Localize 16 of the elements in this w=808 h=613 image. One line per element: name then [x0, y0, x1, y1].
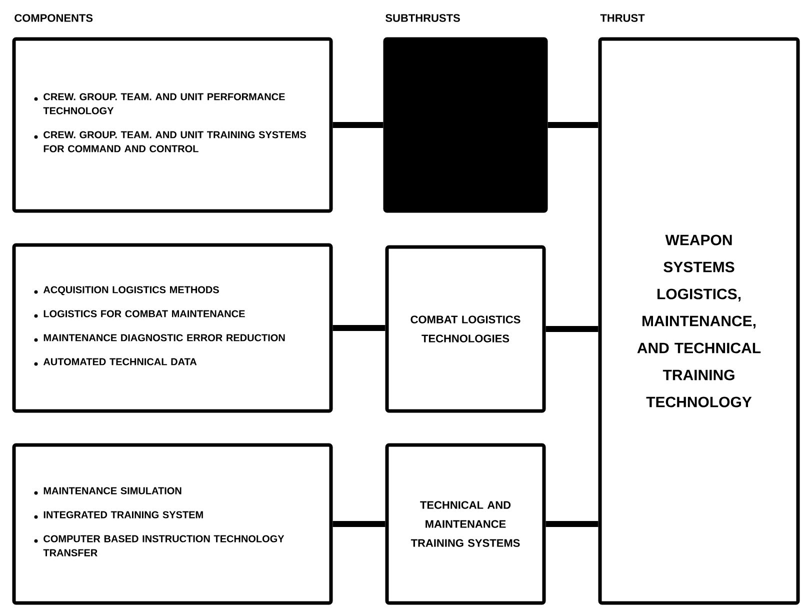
component-box: CREW. GROUP. TEAM. AND UNIT PERFORMANCE TECHNOLOGY CREW. GROUP. TEAM. AND UNIT TRAINING SYSTEMS FOR COMMAND AND CONTROL	[12, 37, 333, 213]
connector-line	[546, 521, 598, 527]
filled-box	[383, 37, 548, 213]
column-heading: THRUST	[600, 14, 645, 22]
subthrust-box: TECHNICAL AND MAINTENANCE TRAINING SYSTEMS	[385, 443, 546, 605]
component-box: MAINTENANCE SIMULATION INTEGRATED TRAINING SYSTEM COMPUTER BASED INSTRUCTION TECHNOLOGY TRANSFER	[12, 443, 333, 605]
connector-line	[548, 122, 598, 128]
thrust-box: WEAPON SYSTEMS LOGISTICS, MAINTENANCE, AND TECHNICAL TRAINING TECHNOLOGY	[598, 37, 800, 605]
component-box: ACQUISITION LOGISTICS METHODS LOGISTICS FOR COMBAT MAINTENANCE MAINTENANCE DIAGNOSTIC ERROR REDUCTION AUTOMATED TECHNICAL DATA	[12, 243, 333, 413]
connector-line	[332, 521, 386, 527]
column-heading: SUBTHRUSTS	[386, 14, 460, 22]
connector-line	[332, 122, 384, 128]
connector-line	[546, 326, 598, 332]
subthrust-box: COMBAT LOGISTICS TECHNOLOGIES	[385, 245, 546, 413]
column-heading: COMPONENTS	[14, 14, 93, 22]
connector-line	[332, 325, 386, 331]
